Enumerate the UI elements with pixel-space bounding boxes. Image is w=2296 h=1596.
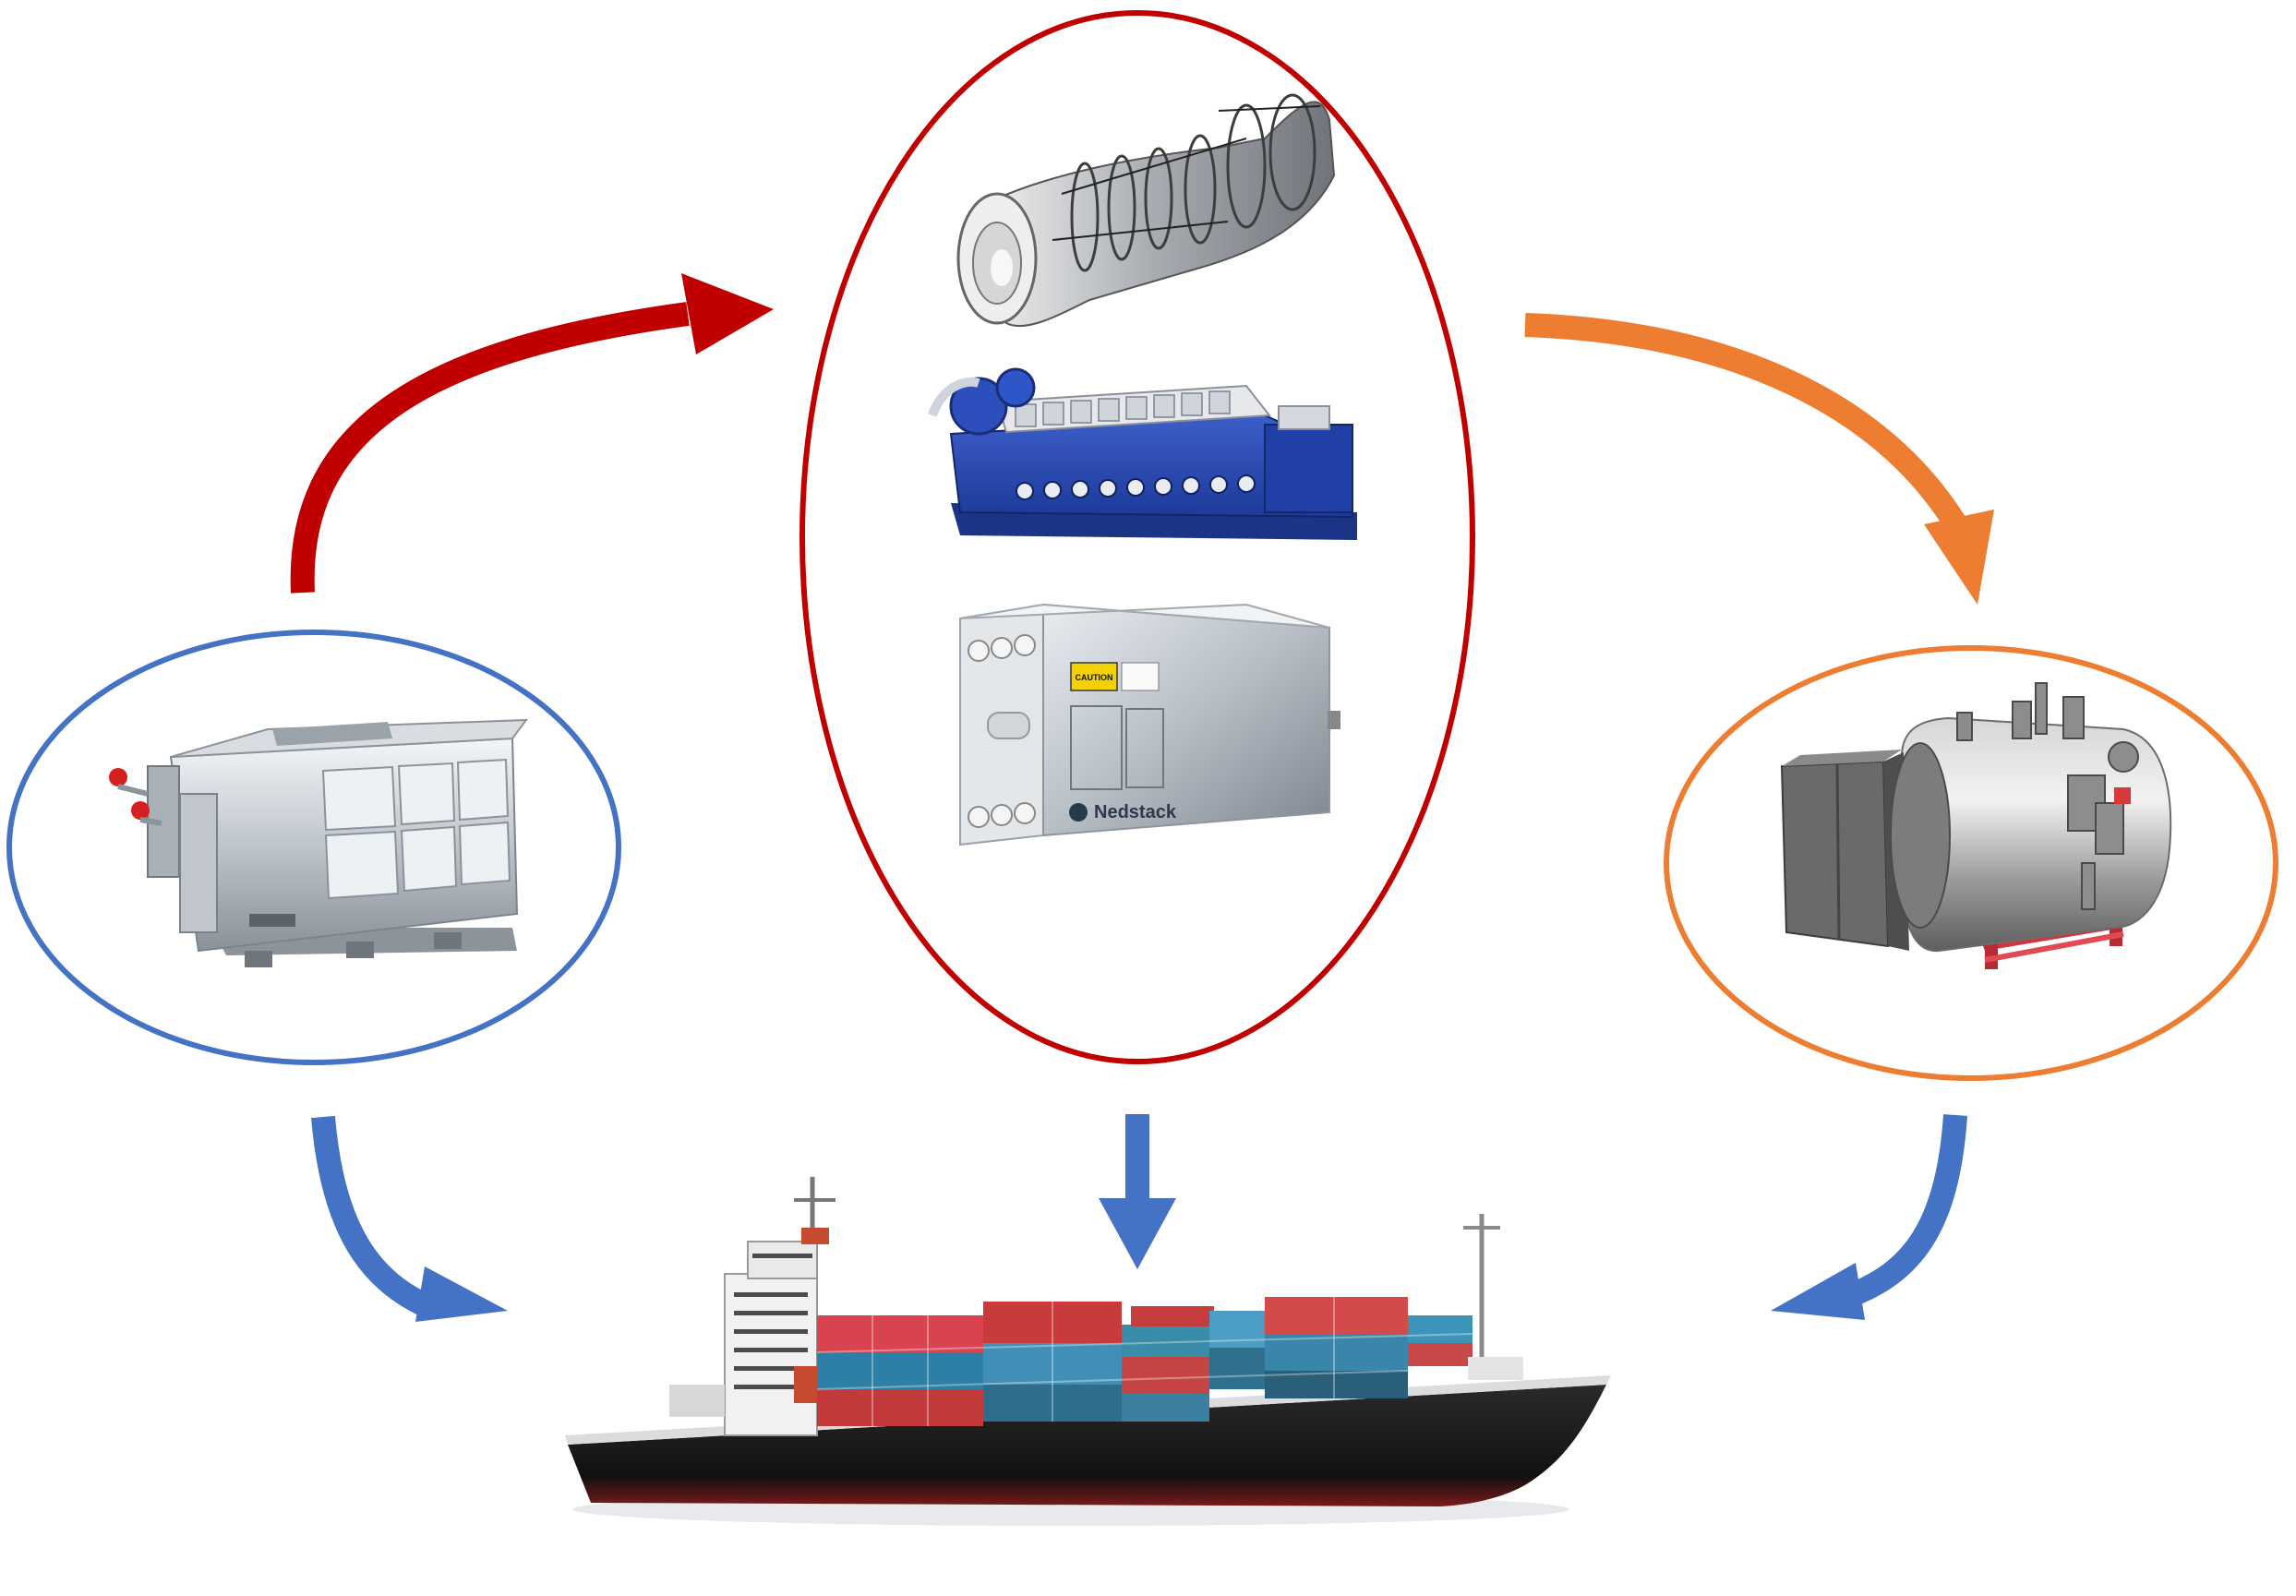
- diesel-engine-icon: [928, 367, 1357, 540]
- boiler-icon: [1780, 682, 2172, 969]
- caution-label: CAUTION: [1076, 673, 1113, 682]
- arrow-converters-to-boiler: [1524, 313, 1994, 605]
- storage-module-icon: [109, 718, 529, 967]
- container-stacks: [817, 1297, 1473, 1426]
- container-ship-node: [565, 1177, 1611, 1526]
- gas-turbine-icon: [956, 93, 1336, 328]
- arrow-storage-to-converters: [290, 273, 774, 594]
- boiler-node: [1664, 645, 2278, 1081]
- boiler-outline: [1664, 645, 2278, 1081]
- fuel-cell-brand: Nedstack: [1094, 802, 1177, 822]
- power-converters-outline: [799, 10, 1475, 1064]
- arrow-boiler-to-ship: [1771, 1114, 1967, 1320]
- arrow-converters-to-ship: [1099, 1114, 1176, 1269]
- fuel-cell-icon: CAUTION Nedstack: [959, 603, 1340, 846]
- storage-unit-node: [6, 630, 621, 1065]
- flow-arrows: [290, 273, 1994, 1322]
- storage-unit-outline: [6, 630, 621, 1065]
- arrow-storage-to-ship: [311, 1115, 508, 1322]
- power-converters-node: CAUTION Nedstack: [799, 10, 1475, 1064]
- container-ship-icon: [565, 1177, 1611, 1526]
